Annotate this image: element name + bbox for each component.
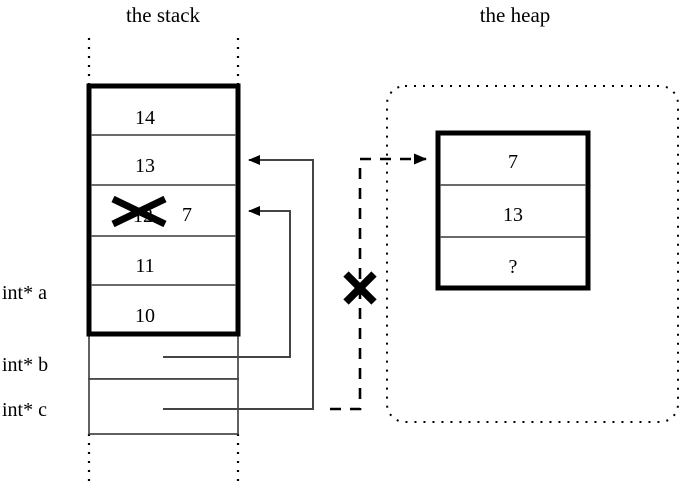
stack-value-3: 11: [135, 255, 154, 277]
pointer-b-connector: [163, 206, 291, 358]
stack-value-1: 13: [135, 155, 155, 177]
stack-frame: [86, 83, 241, 337]
invalid-pointer-x-icon: [343, 271, 377, 305]
var-label-b: int* b: [2, 354, 48, 376]
var-label-c: int* c: [2, 399, 47, 421]
heap-block: [435, 130, 591, 291]
stack-value-0: 14: [135, 107, 155, 129]
stale-pointer-to-heap: [330, 153, 427, 411]
stack-title: the stack: [126, 3, 201, 27]
pointer-c-connector: [163, 155, 314, 410]
heap-title: the heap: [480, 3, 551, 27]
heap-value-0: 7: [508, 151, 518, 173]
stack-value-4: 10: [135, 305, 155, 327]
stack-value-2-new: 7: [182, 204, 192, 226]
heap-boundary: [386, 85, 679, 423]
stack-cell-c: [88, 378, 239, 435]
var-label-a: int* a: [2, 282, 47, 304]
stack-value-2-strikeout-icon: [111, 195, 167, 228]
heap-value-2: ?: [509, 256, 518, 278]
heap-value-1: 13: [503, 204, 523, 226]
